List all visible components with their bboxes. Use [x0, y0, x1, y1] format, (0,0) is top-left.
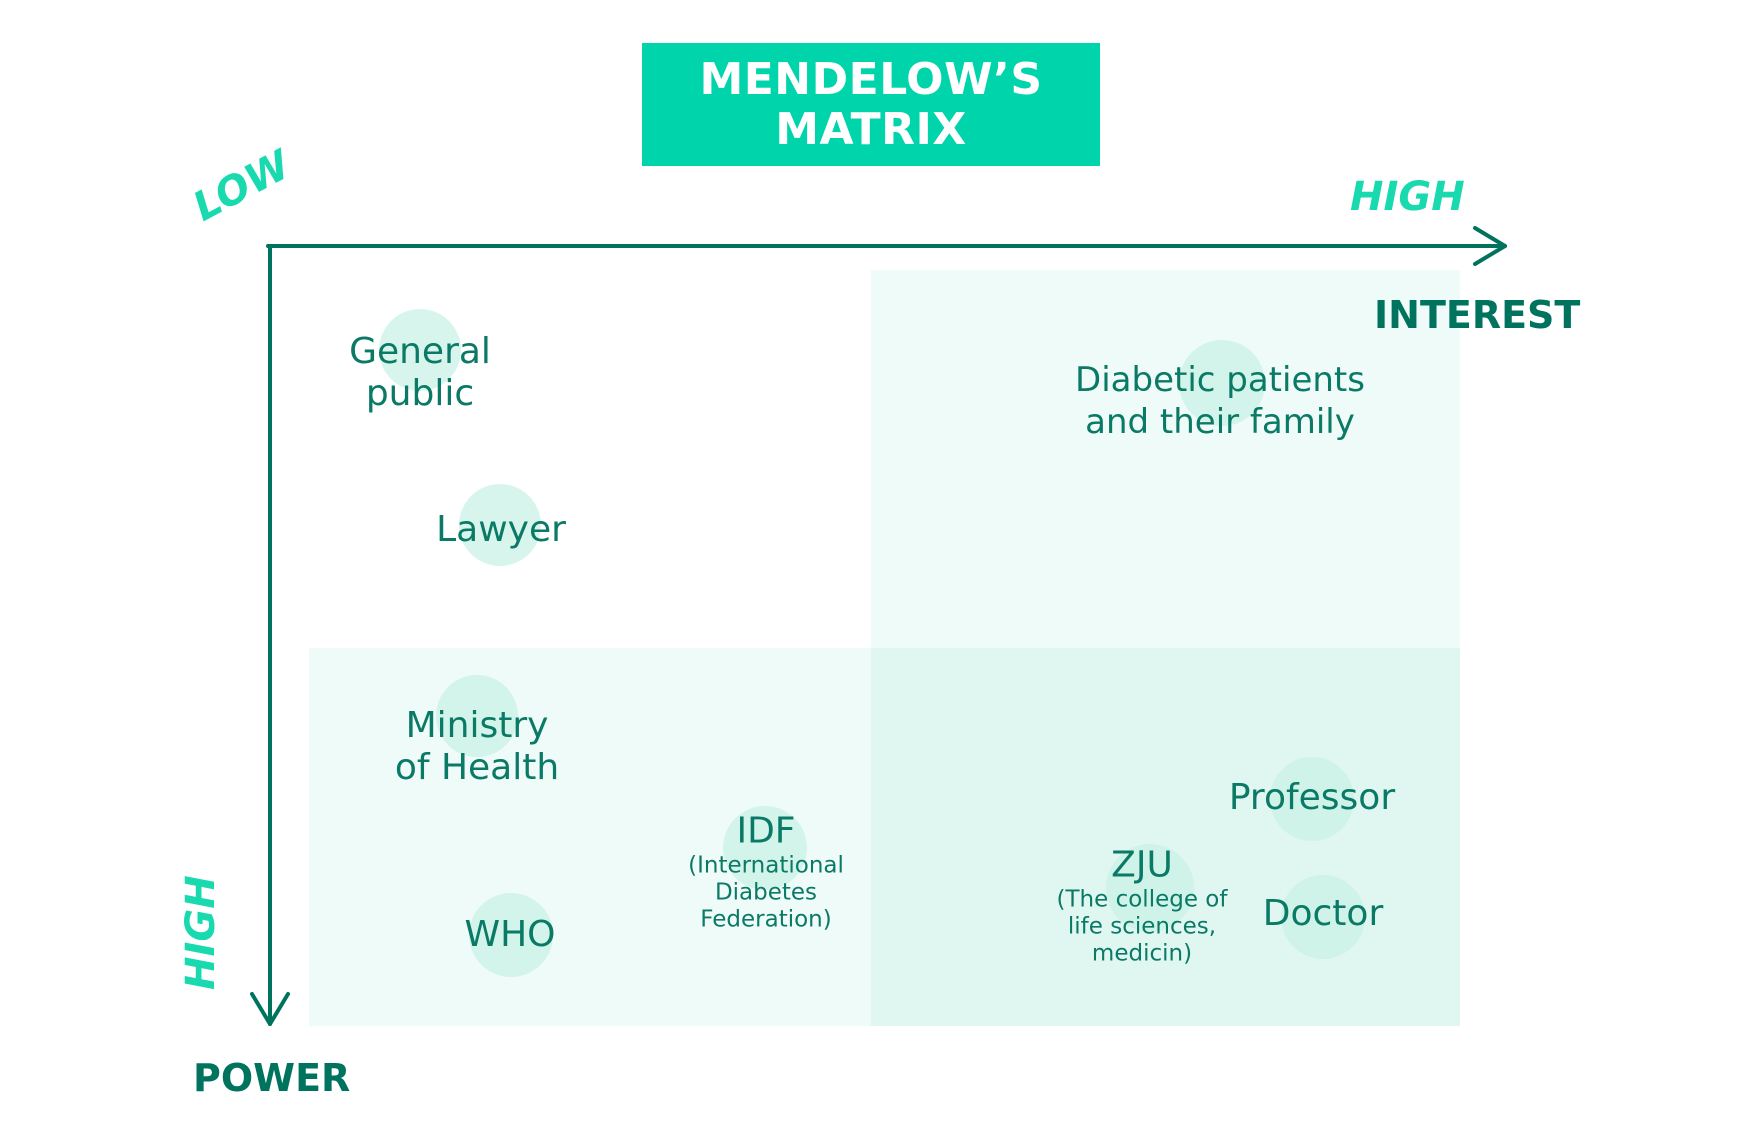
power-axis-title: POWER [193, 1056, 351, 1100]
diabetic-patients-blob [1179, 340, 1265, 426]
quadrant-high-interest-low-power [871, 270, 1460, 648]
lawyer-blob [459, 484, 541, 566]
stakeholder-diabetic-patients: Diabetic patients and their family [1075, 360, 1365, 442]
title-line-1: MENDELOW’S [699, 53, 1043, 105]
y-axis-arrowhead [250, 992, 290, 1026]
general-public-blob [379, 309, 461, 391]
x-axis-arrowhead [1473, 226, 1507, 266]
stakeholder-professor: Professor [1228, 777, 1396, 818]
stakeholder-lawyer: Lawyer [436, 509, 566, 550]
doctor-blob [1281, 875, 1365, 959]
stakeholder-general-public: General public [349, 331, 491, 414]
zju-blob [1106, 844, 1194, 932]
quadrant-high-interest-high-power [871, 648, 1460, 1026]
professor-blob [1270, 757, 1354, 841]
stakeholder-idf: IDF (International Diabetes Federation) [688, 810, 844, 933]
title-banner: MENDELOW’S MATRIX [642, 43, 1100, 166]
stakeholder-doctor: Doctor [1262, 893, 1384, 934]
title-line-2: MATRIX [775, 103, 967, 155]
origin-low-label: LOW [186, 142, 298, 231]
who-blob [469, 893, 553, 977]
power-high-label: HIGH [178, 875, 224, 990]
stakeholder-who: WHO [464, 914, 556, 955]
interest-high-label: HIGH [1350, 174, 1465, 220]
interest-axis-title: INTEREST [1374, 293, 1581, 337]
stakeholder-zju: ZJU (The college of life sciences, medic… [1056, 844, 1228, 967]
ministry-blob [436, 675, 518, 757]
idf-blob [723, 806, 807, 890]
stakeholder-ministry-of-health: Ministry of Health [394, 705, 560, 788]
